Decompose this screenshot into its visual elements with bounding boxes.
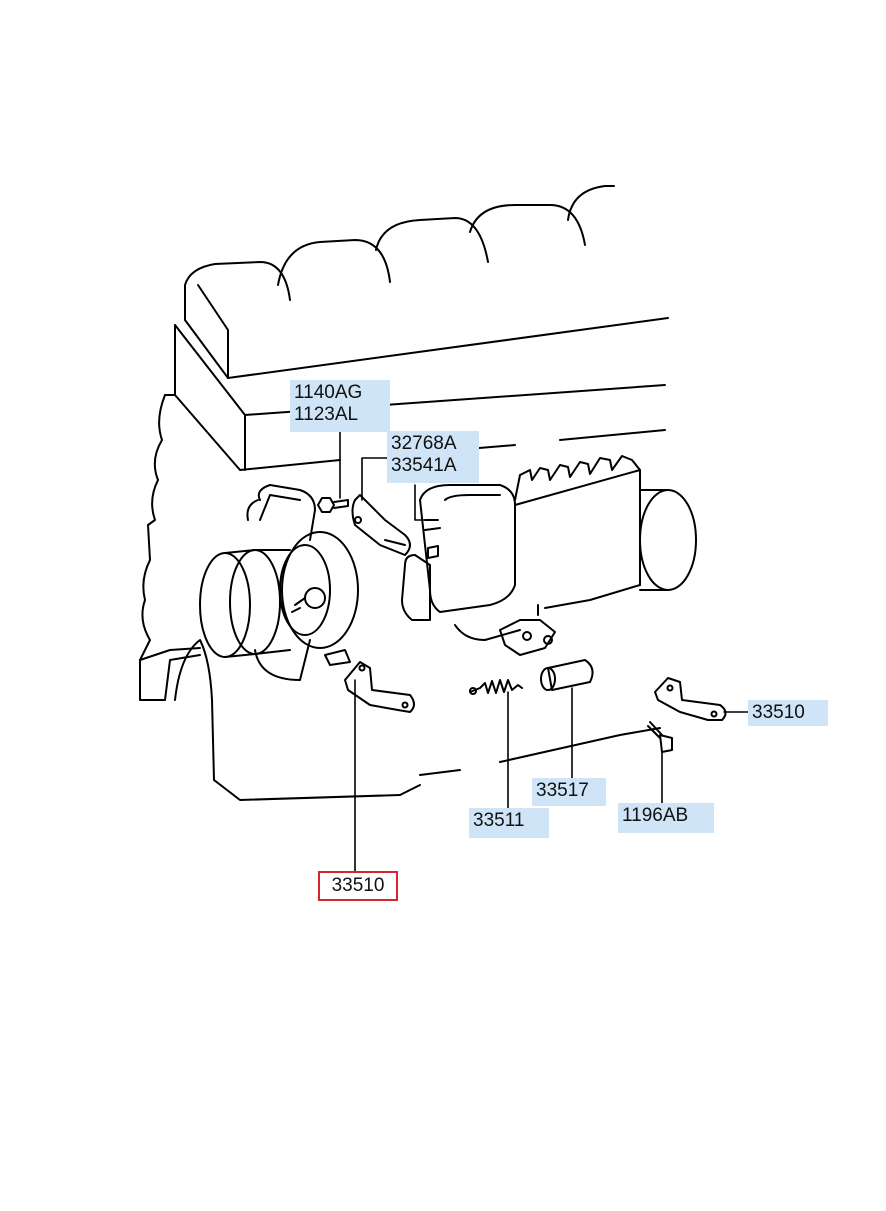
bracket-33510-left — [324, 649, 415, 713]
callout-line: 33510 — [752, 702, 805, 723]
bracket-33510-right — [654, 677, 727, 721]
callout-line: 33541A — [391, 455, 457, 476]
callout-line: 33511 — [473, 810, 525, 831]
callout-line: 32768A — [391, 433, 457, 454]
callout-line: 33510 — [331, 875, 385, 896]
callout-line: 1140AG — [294, 382, 363, 403]
bracket-32768a — [351, 494, 411, 556]
sleeve-33517 — [540, 659, 594, 691]
cylinder-head — [164, 185, 669, 471]
callout-33510-selected[interactable]: 33510 — [318, 871, 398, 901]
callout-32768a-33541a[interactable]: 32768A 33541A — [387, 431, 479, 483]
callout-33511[interactable]: 33511 — [469, 808, 549, 838]
callout-33517[interactable]: 33517 — [532, 778, 606, 806]
callout-line: 1123AL — [294, 404, 359, 425]
spring-33511 — [469, 679, 523, 695]
engine-block — [139, 394, 661, 801]
callout-line: 33517 — [536, 780, 589, 801]
callout-1140ag-1123al[interactable]: 1140AG 1123AL — [290, 380, 390, 432]
callout-line: 1196AB — [622, 805, 689, 826]
water-pump — [199, 484, 359, 681]
bolt-1140ag — [317, 497, 349, 513]
bolt-1196ab — [647, 721, 673, 753]
leader-lines — [339, 431, 749, 872]
callout-33510-right[interactable]: 33510 — [748, 700, 828, 726]
callout-1196ab[interactable]: 1196AB — [618, 803, 714, 833]
injection-pump — [401, 455, 697, 656]
